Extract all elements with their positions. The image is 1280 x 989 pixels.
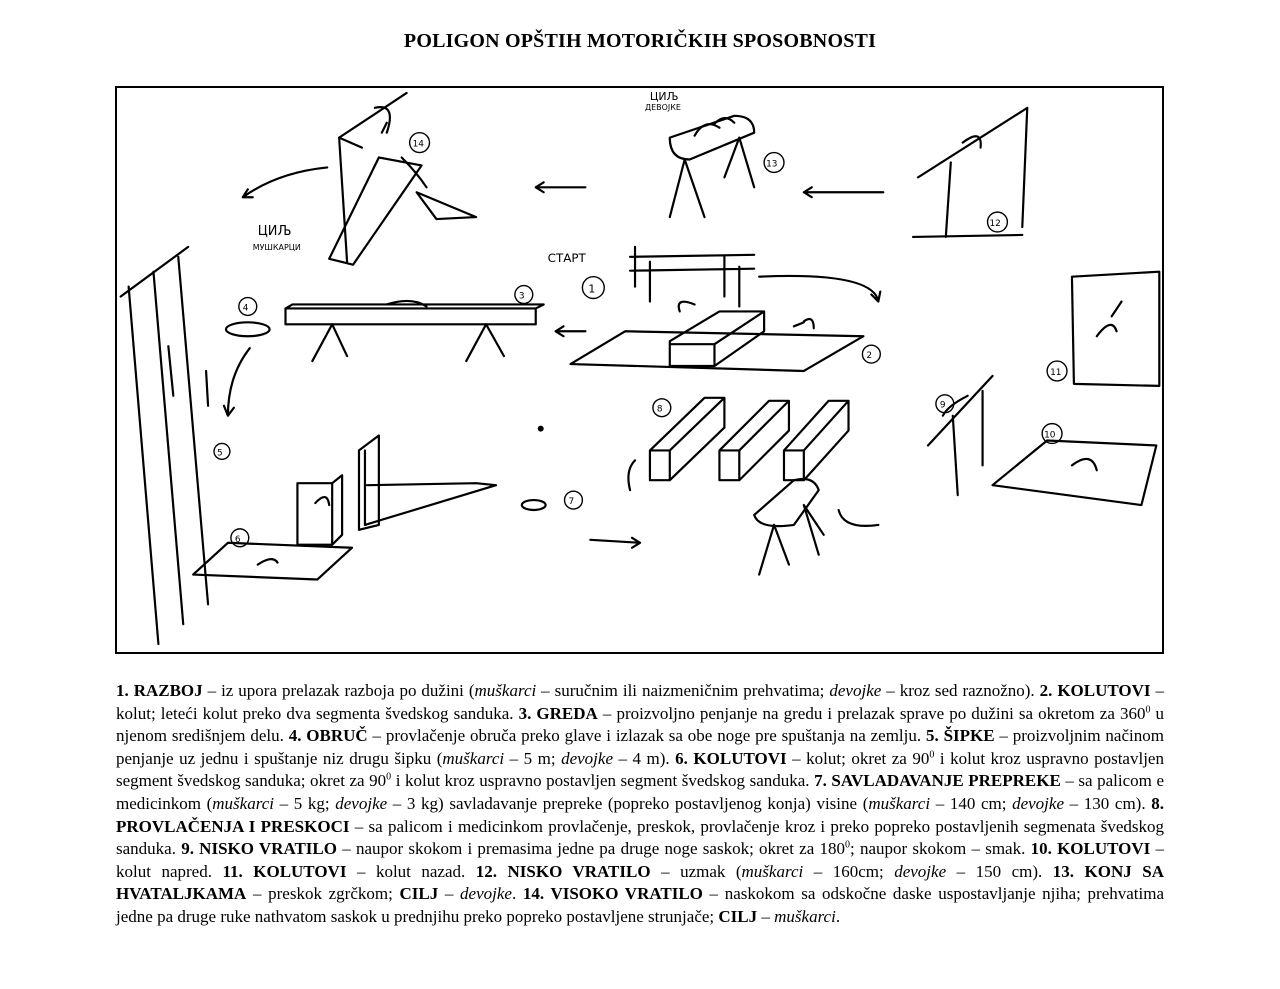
- station-label-13: 13: [766, 159, 777, 169]
- station-9-low-bar: 9: [926, 374, 994, 497]
- station-label-10: 10: [1044, 431, 1056, 441]
- station-label-14: 14: [413, 140, 425, 150]
- station-label-9: 9: [940, 401, 946, 411]
- goal-girls-term: CILJ: [399, 884, 439, 904]
- start-label: СТАРТ: [548, 251, 587, 265]
- goal-boys-label: ЦИЉ: [258, 224, 292, 239]
- station-label-12: 12: [990, 219, 1001, 229]
- station-label-2: 2: [866, 351, 872, 361]
- station-10-mat: 10: [991, 422, 1158, 507]
- goal-boys-sub-label: МУШКАРЦИ: [253, 243, 301, 252]
- station-7-obstacle: 7: [520, 425, 880, 576]
- station-9-name: 9. NISKO VRATILO: [181, 839, 337, 859]
- station-5-rods: 5: [119, 245, 251, 646]
- polygon-sketch-drawing: 14 ЦИЉ МУШКАРЦИ ЦИЉ ДЕВОЈКЕ 13 12: [119, 90, 1161, 646]
- station-3-beam: 3: [284, 284, 587, 363]
- station-label-3: 3: [519, 292, 525, 302]
- station-label-7: 7: [569, 497, 575, 507]
- goal-boys-term: CILJ: [718, 906, 758, 926]
- station-label-1: 1: [588, 283, 595, 296]
- station-label-5: 5: [217, 448, 223, 458]
- station-5-name: 5. ŠIPKE: [925, 726, 995, 746]
- station-4-name: 4. OBRUČ: [288, 726, 368, 746]
- station-2-mat-box: 2: [569, 300, 881, 373]
- station-6-mats-box: 6: [192, 434, 498, 581]
- goal-girls-label: ЦИЉ: [650, 90, 679, 103]
- station-11-vertical-mat: 11: [1046, 270, 1161, 387]
- station-12-low-bar: 12: [911, 106, 1029, 239]
- goal-girls-sub-label: ДЕВОЈКЕ: [645, 103, 681, 112]
- station-6-name: 6. KOLUTOVI: [675, 748, 787, 768]
- polygon-description: 1. RAZBOJ – iz upora prelazak razboja po…: [116, 681, 1165, 926]
- station-14-name: 14. VISOKO VRATILO: [522, 884, 703, 904]
- station-8-name: 8. PROVLAČENJA I PRESKOCI: [116, 793, 1164, 836]
- station-3-name: 3. GREDA: [518, 703, 598, 723]
- polygon-sketch: 14 ЦИЉ МУШКАРЦИ ЦИЉ ДЕВОЈКЕ 13 12: [115, 86, 1164, 654]
- station-label-8: 8: [657, 405, 663, 415]
- station-13-name: 13. KONJ SA HVATALJKAMA: [116, 861, 1164, 904]
- station-2-name: 2. KOLUTOVI: [1039, 681, 1151, 700]
- station-4-hoop: 4: [224, 296, 271, 338]
- station-label-4: 4: [243, 303, 249, 313]
- station-7-name: 7. SAVLADAVANJE PREPREKE: [814, 771, 1061, 791]
- station-1-name: 1. RAZBOJ: [116, 681, 203, 700]
- station-label-11: 11: [1050, 368, 1061, 378]
- page-title: POLIGON OPŠTIH MOTORIČKIH SPOSOBNOSTI: [403, 30, 877, 52]
- station-12-name: 12. NISKO VRATILO: [475, 861, 651, 881]
- station-10-name: 10. KOLUTOVI: [1030, 839, 1151, 859]
- station-13-pommel-horse: ЦИЉ ДЕВОЈКЕ 13: [534, 90, 885, 219]
- station-8-box-segments: 8: [627, 396, 850, 492]
- station-14-high-bar: 14 ЦИЉ МУШКАРЦИ: [241, 91, 478, 266]
- station-11-name: 11. KOLUTOVI: [222, 861, 347, 881]
- station-1-parallel-bars: СТАРТ 1: [548, 245, 882, 308]
- station-label-6: 6: [235, 535, 241, 545]
